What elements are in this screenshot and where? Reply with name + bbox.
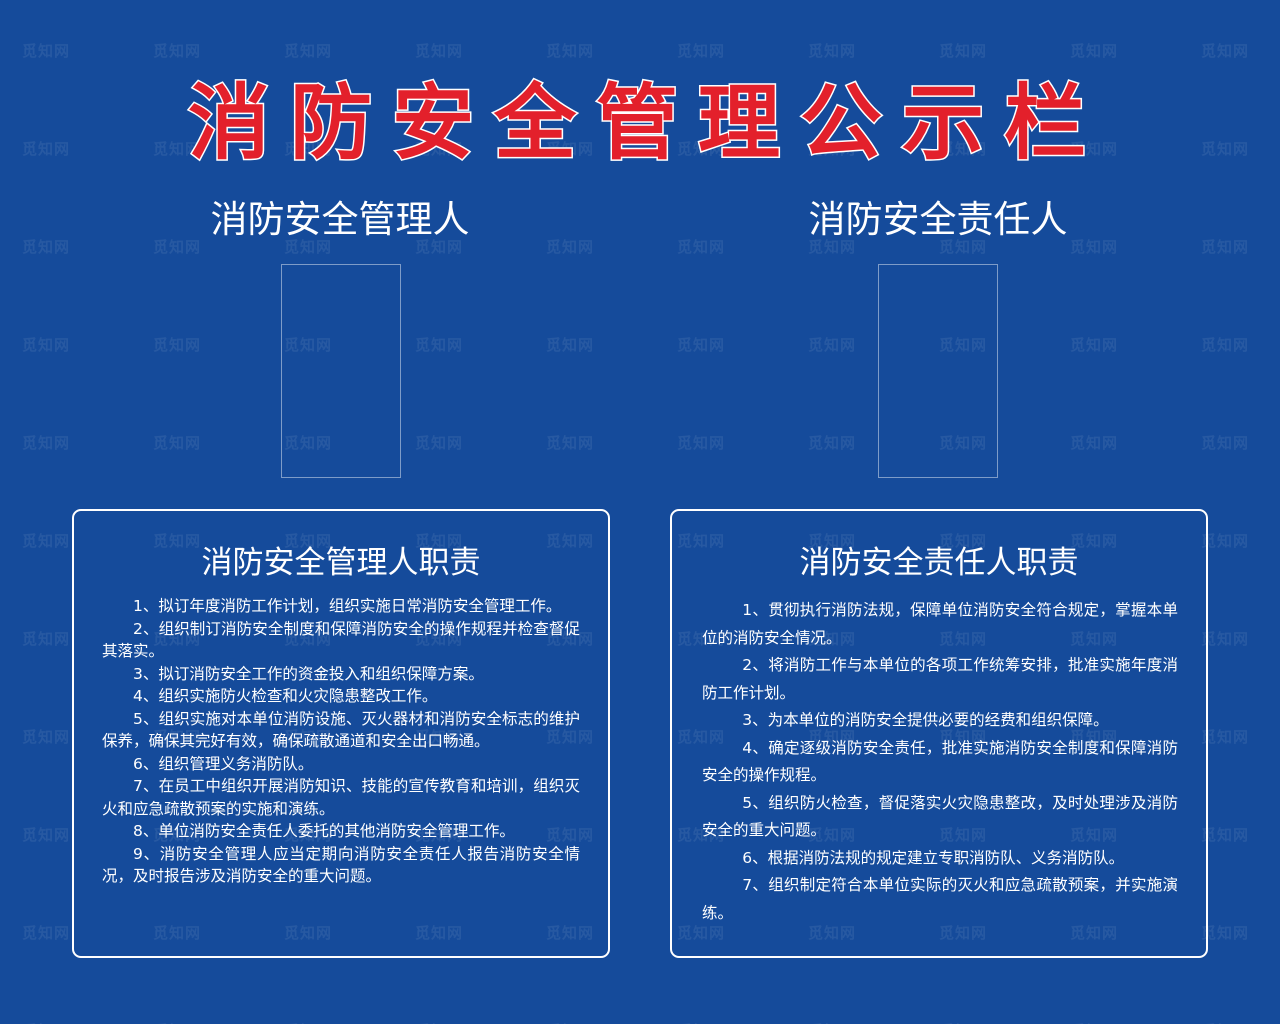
watermark-text: 觅知网 [808, 336, 857, 354]
duty-item: 4、组织实施防火检查和火灾隐患整改工作。 [133, 687, 438, 705]
manager-duties-list: 1、拟订年度消防工作计划，组织实施日常消防安全管理工作。 2、组织制订消防安全制… [74, 595, 608, 888]
watermark-text: 觅知网 [1201, 924, 1250, 942]
watermark-text: 觅知网 [1070, 336, 1119, 354]
watermark-text: 觅知网 [546, 434, 595, 452]
watermark-text: 觅知网 [22, 630, 71, 648]
watermark-text: 觅知网 [22, 434, 71, 452]
duty-item: 3、为本单位的消防安全提供必要的经费和组织保障。 [742, 711, 1109, 729]
watermark-text: 觅知网 [1201, 728, 1250, 746]
watermark-text: 觅知网 [22, 826, 71, 844]
duty-item: 7、在员工中组织开展消防知识、技能的宣传教育和培训，组织灭火和应急疏散预案的实施… [102, 777, 580, 818]
duty-item: 6、组织管理义务消防队。 [133, 754, 314, 773]
watermark-text: 觅知网 [546, 1020, 594, 1024]
watermark-text: 觅知网 [22, 1020, 70, 1024]
watermark-text: 觅知网 [1201, 532, 1250, 550]
watermark-text: 觅知网 [22, 336, 71, 354]
watermark-text: 觅知网 [22, 532, 71, 550]
duty-item: 1、贯彻执行消防法规，保障单位消防安全符合规定，掌握本单位的消防安全情况。 [702, 601, 1178, 647]
watermark-text: 觅知网 [22, 728, 71, 746]
watermark-text: 觅知网 [939, 42, 988, 60]
manager-photo-frame [281, 264, 401, 478]
duty-item: 7、组织制定符合本单位实际的灭火和应急疏散预案，并实施演练。 [702, 876, 1178, 922]
responsible-duties-list: 1、贯彻执行消防法规，保障单位消防安全符合规定，掌握本单位的消防安全情况。 2、… [672, 597, 1206, 927]
watermark-text: 觅知网 [415, 1020, 463, 1024]
duty-item: 4、确定逐级消防安全责任，批准实施消防安全制度和保障消防安全的操作规程。 [702, 738, 1178, 785]
watermark-text: 觅知网 [22, 238, 71, 256]
responsible-heading: 消防安全责任人 [808, 198, 1068, 241]
watermark-text: 觅知网 [1070, 42, 1119, 60]
duty-item: 1、拟订年度消防工作计划，组织实施日常消防安全管理工作。 [133, 597, 562, 615]
watermark-text: 觅知网 [1201, 826, 1250, 844]
watermark-text: 觅知网 [808, 42, 857, 60]
watermark-text: 觅知网 [1201, 630, 1250, 648]
watermark-text: 觅知网 [1201, 42, 1250, 60]
duty-item: 5、组织实施对本单位消防设施、灭火器材和消防安全标志的维护保养，确保其完好有效，… [102, 709, 580, 751]
manager-duties-panel: 消防安全管理人职责 1、拟订年度消防工作计划，组织实施日常消防安全管理工作。 2… [72, 509, 610, 958]
watermark-text: 觅知网 [677, 238, 726, 256]
duty-item: 5、组织防火检查，督促落实火灾隐患整改，及时处理涉及消防安全的重大问题。 [702, 793, 1178, 840]
watermark-text: 觅知网 [939, 1020, 987, 1024]
watermark-text: 觅知网 [415, 336, 464, 354]
watermark-text: 觅知网 [546, 42, 595, 60]
watermark-text: 觅知网 [1201, 238, 1250, 256]
watermark-text: 觅知网 [153, 336, 202, 354]
watermark-text: 觅知网 [1201, 336, 1250, 354]
responsible-duties-title: 消防安全责任人职责 [799, 545, 1079, 581]
watermark-text: 觅知网 [1201, 1020, 1249, 1024]
watermark-text: 觅知网 [153, 1020, 201, 1024]
watermark-text: 觅知网 [677, 434, 726, 452]
watermark-text: 觅知网 [546, 336, 595, 354]
duty-item: 6、根据消防法规的规定建立专职消防队、义务消防队。 [742, 848, 1125, 867]
duty-item: 9、消防安全管理人应当定期向消防安全责任人报告消防安全情况，及时报告涉及消防安全… [102, 844, 580, 886]
watermark-text: 觅知网 [1070, 1020, 1118, 1024]
duty-item: 8、单位消防安全责任人委托的其他消防安全管理工作。 [133, 822, 515, 840]
duty-item: 2、组织制订消防安全制度和保障消防安全的操作规程并检查督促其落实。 [102, 619, 580, 661]
watermark-text: 觅知网 [546, 238, 595, 256]
watermark-text: 觅知网 [1201, 434, 1250, 452]
watermark-text: 觅知网 [22, 924, 71, 942]
watermark-text: 觅知网 [677, 1020, 725, 1024]
watermark-text: 觅知网 [415, 42, 464, 60]
manager-duties-title: 消防安全管理人职责 [201, 545, 481, 581]
watermark-text: 觅知网 [677, 42, 726, 60]
manager-heading: 消防安全管理人 [210, 198, 470, 241]
responsible-duties-panel: 消防安全责任人职责 1、贯彻执行消防法规，保障单位消防安全符合规定，掌握本单位的… [670, 509, 1208, 958]
duty-item: 3、拟订消防安全工作的资金投入和组织保障方案。 [133, 664, 484, 683]
watermark-text: 觅知网 [153, 42, 202, 60]
watermark-text: 觅知网 [677, 336, 726, 354]
responsible-photo-frame [878, 264, 998, 478]
duty-item: 2、将消防工作与本单位的各项工作统筹安排，批准实施年度消防工作计划。 [702, 656, 1178, 702]
watermark-text: 觅知网 [415, 434, 464, 452]
watermark-text: 觅知网 [808, 434, 857, 452]
page-title: 消防安全管理公示栏 [186, 75, 1106, 173]
watermark-text: 觅知网 [1070, 434, 1119, 452]
watermark-text: 觅知网 [22, 42, 71, 60]
watermark-text: 觅知网 [284, 1020, 332, 1024]
watermark-text: 觅知网 [153, 434, 202, 452]
watermark-text: 觅知网 [808, 1020, 856, 1024]
watermark-text: 觅知网 [284, 42, 333, 60]
